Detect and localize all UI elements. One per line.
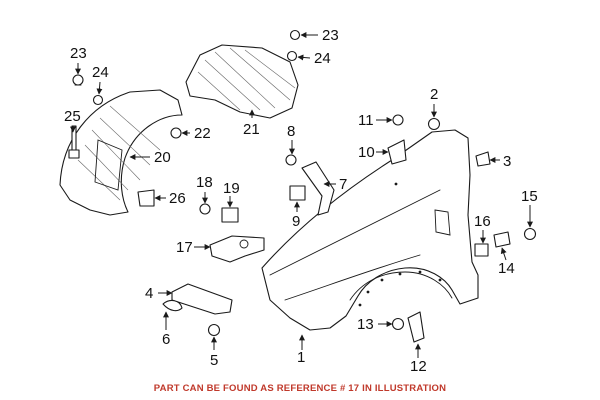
fender-bracket [209,235,265,263]
callout-4: 4 [145,285,153,302]
splash-shield [185,44,299,119]
callout-19: 19 [223,180,240,197]
upper-bracket [387,139,407,165]
fastener-16-clip [474,243,489,257]
callout-10: 10 [358,144,375,161]
callout-7: 7 [339,176,347,193]
callout-18: 18 [196,174,213,191]
fastener-14-bracket [493,231,511,248]
callout-20: 20 [154,149,171,166]
callout-9: 9 [292,213,300,230]
fastener-8-clip [285,154,297,166]
fastener-3-clip [475,151,491,167]
callout-16: 16 [474,213,491,230]
leader-lines [70,32,533,358]
fastener-5-bolt [207,323,221,337]
callout-labels: 23 24 25 22 20 21 23 24 8 9 7 11 10 2 3 … [64,27,538,375]
callout-21: 21 [243,121,260,138]
callout-26: 26 [169,190,186,207]
fastener-19-clip [221,207,239,223]
reference-note: PART CAN BE FOUND AS REFERENCE # 17 IN I… [153,383,447,394]
fastener-23a-bolt [72,74,84,86]
fastener-24a-nut [92,94,104,106]
fastener-15-bolt [523,227,537,241]
fastener-2-bolt [427,117,441,131]
fastener-11-clip [392,114,404,126]
fastener-23b-bolt [289,29,301,41]
callout-2: 2 [430,86,438,103]
lower-clip-bracket [407,311,425,343]
callout-23-upper-left: 23 [70,45,87,62]
wheel-liner [59,89,183,216]
callout-11: 11 [358,112,374,129]
fastener-26-clip [137,189,155,207]
fastener-9-clip [289,185,306,201]
fastener-18-bolt [199,203,211,215]
callout-24-upper-right: 24 [314,50,331,67]
callout-15: 15 [521,188,538,205]
callout-5: 5 [210,352,218,369]
fastener-24b-nut [286,50,298,62]
lower-bracket [162,283,233,315]
callout-14: 14 [498,260,515,277]
fastener-13-clip [391,317,405,331]
callout-25: 25 [64,108,81,125]
callout-13: 13 [357,316,374,333]
callout-17: 17 [176,239,193,256]
callout-1: 1 [297,349,305,366]
fastener-25-stud [68,125,80,159]
callout-24-upper-left: 24 [92,64,109,81]
support-bracket [301,161,335,216]
callout-6: 6 [162,331,170,348]
callout-22: 22 [194,125,211,142]
callout-23-upper-right: 23 [322,27,339,44]
callout-3: 3 [503,153,511,170]
callout-8: 8 [287,123,295,140]
fastener-22-nut [170,127,182,139]
callout-12: 12 [410,358,427,375]
